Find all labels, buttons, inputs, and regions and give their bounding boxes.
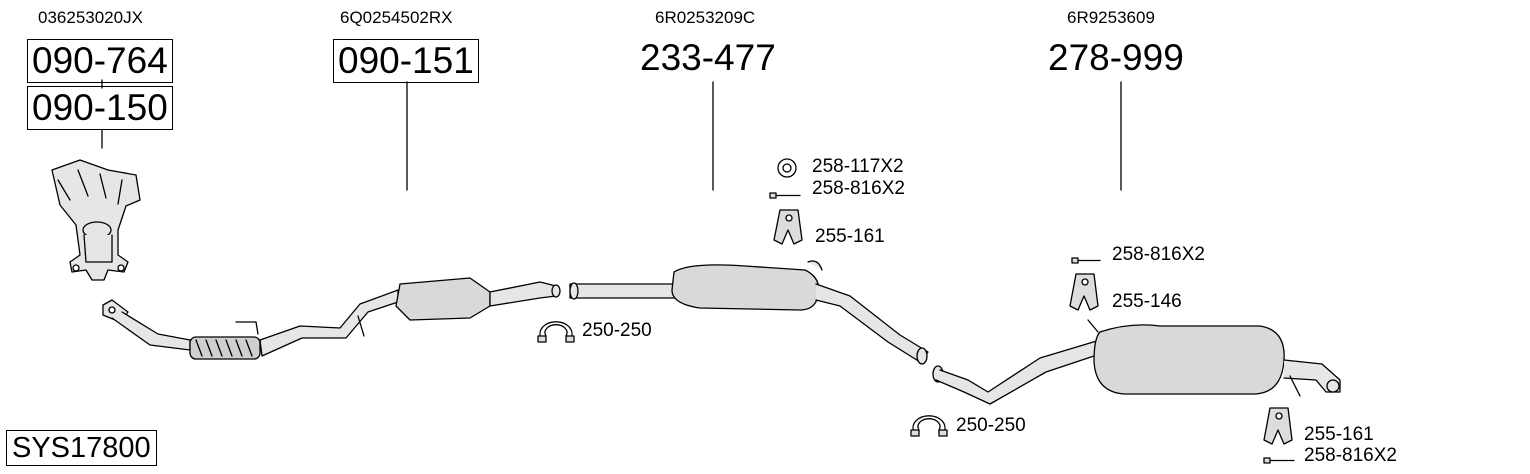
- accessory-clamp-front-label[interactable]: 250-250: [582, 320, 652, 341]
- hanger-middle-icon: [773, 209, 803, 245]
- clamp-rear-icon: [910, 415, 948, 437]
- part-number-manifold-secondary[interactable]: 090-150: [27, 86, 173, 130]
- accessory-ring-label[interactable]: 258-117X2: [812, 156, 904, 177]
- accessory-hanger-rear-bottom-label[interactable]: 255-161: [1304, 424, 1374, 445]
- accessory-clamp-rear-label[interactable]: 250-250: [956, 415, 1026, 436]
- part-number-rear-silencer[interactable]: 278-999: [1048, 37, 1184, 78]
- hanger-rear-bottom-icon: [1263, 407, 1293, 445]
- oem-number-front-pipe: 6Q0254502RX: [340, 8, 453, 27]
- oem-number-rear-silencer: 6R9253609: [1067, 8, 1155, 27]
- part-number-manifold-primary[interactable]: 090-764: [27, 39, 173, 83]
- accessory-bolt-middle-label[interactable]: 258-816X2: [812, 178, 905, 199]
- accessory-hanger-middle-label[interactable]: 255-161: [815, 226, 885, 247]
- clamp-front-icon: [537, 321, 575, 343]
- system-code: SYS17800: [6, 430, 157, 466]
- bolt-rear-bottom-icon: [1263, 457, 1295, 464]
- front-pipe-part: [102, 277, 561, 360]
- part-number-front-pipe[interactable]: 090-151: [333, 39, 479, 83]
- bolt-middle-icon: [769, 192, 801, 199]
- rear-silencer-part: [932, 319, 1341, 405]
- part-number-middle-silencer[interactable]: 233-477: [640, 37, 776, 78]
- oem-number-manifold: 036253020JX: [38, 8, 143, 27]
- oem-number-middle-silencer: 6R0253209C: [655, 8, 756, 27]
- accessory-hanger-rear-top-label[interactable]: 255-146: [1112, 291, 1182, 312]
- hanger-rear-top-icon: [1069, 273, 1099, 311]
- bolt-rear-top-icon: [1071, 257, 1101, 264]
- exhaust-manifold-part: [51, 159, 141, 281]
- middle-silencer-part: [569, 260, 929, 365]
- accessory-bolt-rear-top-label[interactable]: 258-816X2: [1112, 244, 1205, 265]
- ring-icon: [777, 158, 797, 178]
- accessory-bolt-rear-bottom-label[interactable]: 258-816X2: [1304, 445, 1397, 466]
